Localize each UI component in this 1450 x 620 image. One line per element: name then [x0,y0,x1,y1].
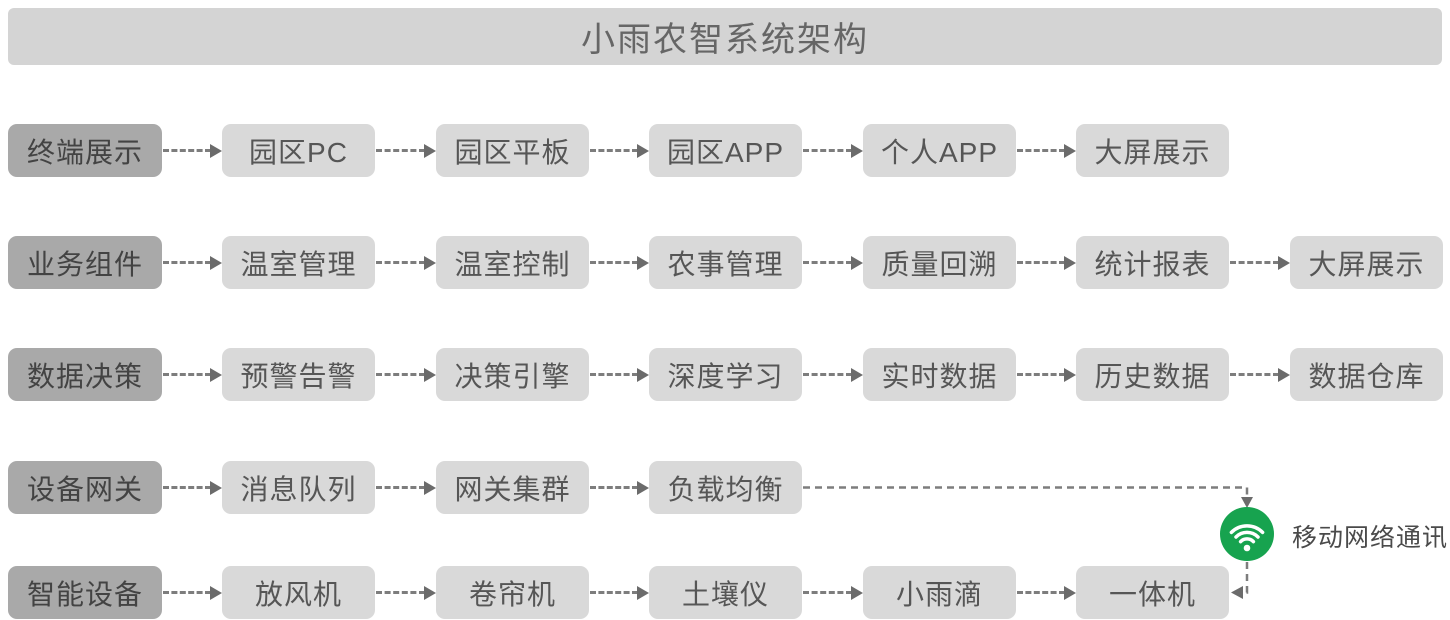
dashed-arrow [162,143,222,159]
flow-node: 实时数据 [863,348,1016,401]
dashed-arrow [375,480,436,496]
row-label: 数据决策 [8,348,162,401]
dashed-arrow [589,585,649,601]
dashed-arrow [162,480,222,496]
flow-node: 消息队列 [222,461,375,514]
dashed-arrow [162,367,222,383]
row-label: 业务组件 [8,236,162,289]
dashed-arrow [375,585,436,601]
flow-node: 负载均衡 [649,461,802,514]
flow-node: 质量回溯 [863,236,1016,289]
flow-node: 一体机 [1076,566,1229,619]
flow-node: 园区平板 [436,124,589,177]
dashed-arrow [375,255,436,271]
row-label: 终端展示 [8,124,162,177]
flow-node: 温室控制 [436,236,589,289]
dashed-arrow [589,255,649,271]
row-label: 设备网关 [8,461,162,514]
flow-node: 历史数据 [1076,348,1229,401]
flow-node: 卷帘机 [436,566,589,619]
dashed-arrow [802,255,863,271]
flow-node: 农事管理 [649,236,802,289]
dashed-arrow [1229,367,1290,383]
dashed-arrow [589,367,649,383]
dashed-arrow [589,480,649,496]
dashed-route-to-wifi [803,486,1249,498]
page-title: 小雨农智系统架构 [8,8,1442,65]
arrowhead-down-icon [1241,497,1253,508]
flow-node: 大屏展示 [1076,124,1229,177]
dashed-arrow [375,143,436,159]
dashed-arrow [589,143,649,159]
dashed-arrow [1229,255,1290,271]
arrowhead-left-icon [1231,586,1243,599]
dashed-arrow [802,585,863,601]
flow-node: 决策引擎 [436,348,589,401]
flow-node: 温室管理 [222,236,375,289]
dashed-arrow [162,585,222,601]
flow-node: 小雨滴 [863,566,1016,619]
dashed-arrow [162,255,222,271]
flow-node: 数据仓库 [1290,348,1443,401]
dashed-arrow [1016,143,1076,159]
dashed-arrow [375,367,436,383]
flow-node: 园区APP [649,124,802,177]
wifi-icon [1220,507,1274,561]
flow-node: 深度学习 [649,348,802,401]
dashed-arrow [1016,255,1076,271]
dashed-route-to-device [1245,562,1249,594]
flow-node: 个人APP [863,124,1016,177]
flow-node: 放风机 [222,566,375,619]
flow-node: 大屏展示 [1290,236,1443,289]
flow-node: 土壤仪 [649,566,802,619]
flow-node: 统计报表 [1076,236,1229,289]
dashed-arrow [1016,585,1076,601]
dashed-arrow [1016,367,1076,383]
flow-node: 园区PC [222,124,375,177]
dashed-arrow [802,143,863,159]
network-label: 移动网络通讯 [1292,524,1449,552]
flow-node: 预警告警 [222,348,375,401]
row-label: 智能设备 [8,566,162,619]
dashed-arrow [802,367,863,383]
flow-node: 网关集群 [436,461,589,514]
